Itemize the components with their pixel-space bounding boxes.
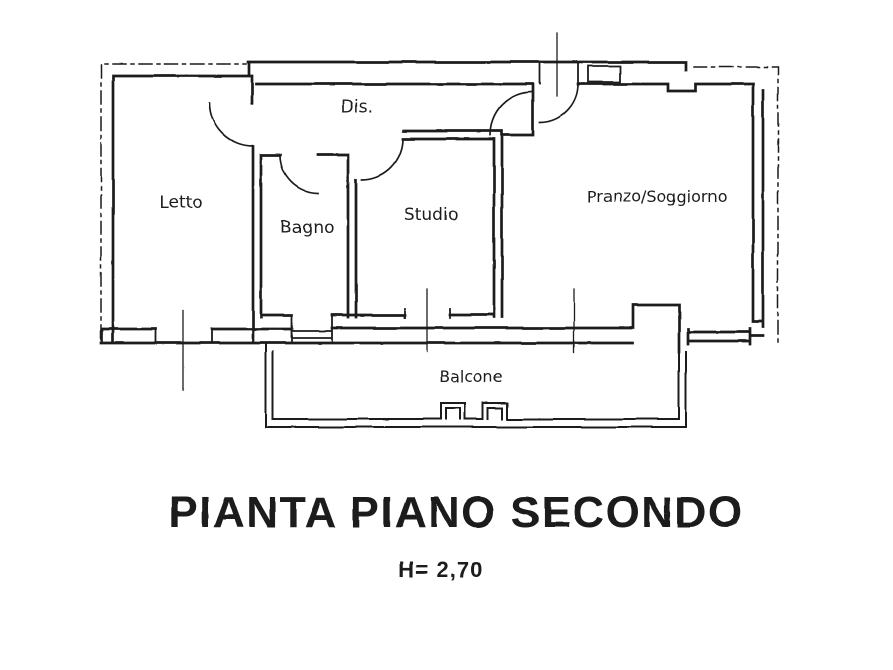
window-tick-marks xyxy=(182,32,575,391)
windows-and-jambs xyxy=(154,61,621,344)
plan-title: PIANTA PIANO SECONDO xyxy=(168,488,743,537)
room-label-letto: Letto xyxy=(159,193,202,213)
walls xyxy=(99,60,765,354)
room-label-balcone: Balcone xyxy=(439,367,503,386)
room-label-dis: Dis. xyxy=(341,97,373,117)
room-label-studio: Studio xyxy=(404,205,458,225)
room-label-bagno: Bagno xyxy=(280,218,334,238)
boundary-dashed-outline xyxy=(100,63,779,347)
room-label-pranzo-soggiorno: Pranzo/Soggiorno xyxy=(587,187,727,206)
door-arcs xyxy=(209,83,579,194)
plan-height-note: H= 2,70 xyxy=(399,557,484,582)
balcony-railing xyxy=(265,342,687,428)
